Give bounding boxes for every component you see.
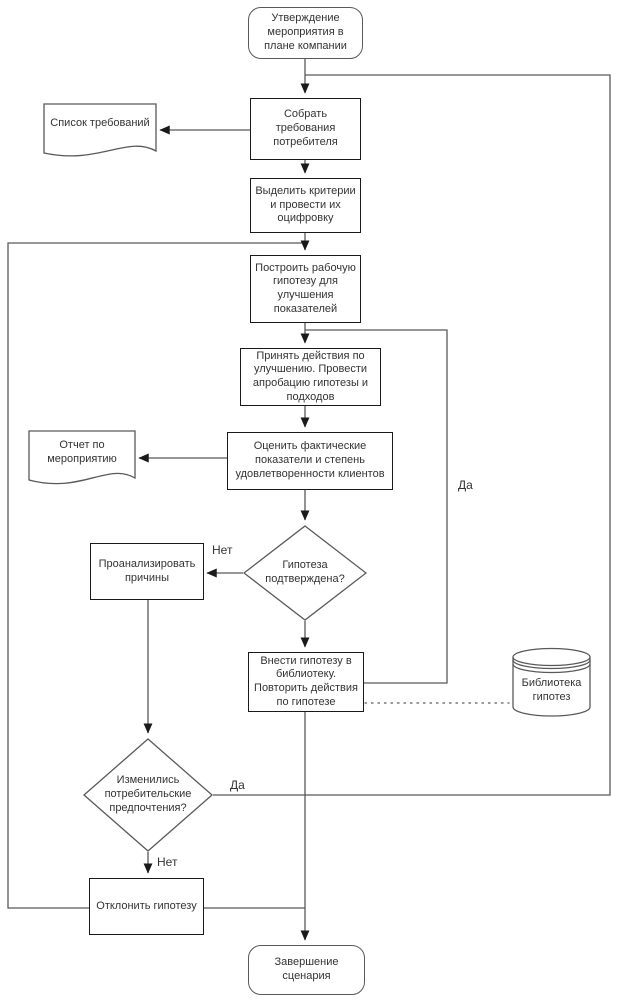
node-label: Гипотеза подтверждена?	[265, 559, 345, 585]
diamond-shape	[243, 525, 367, 621]
decision-preferences-changed: Изменились потребительские предпочтения?	[83, 738, 213, 852]
edge-label-no-analyze: Нет	[210, 543, 235, 557]
diamond-shape	[83, 738, 213, 852]
document-shape	[28, 430, 136, 485]
node-label: Список требований	[50, 117, 150, 130]
database-hypothesis-library: Библиотека гипотез	[512, 647, 591, 717]
node-label: Утверждение мероприятия в плане компании	[264, 12, 347, 52]
node-add-to-library: Внести гипотезу в библиотеку. Повторить …	[248, 652, 364, 712]
node-collect-requirements: Собрать требования потребителя	[250, 98, 361, 160]
node-evaluate-metrics: Оценить фактические показатели и степень…	[227, 432, 393, 490]
edge-label-yes-repeat: Да	[456, 478, 475, 492]
node-extract-criteria: Выделить критерии и провести их оцифровк…	[250, 178, 361, 233]
node-label: Собрать требования потребителя	[273, 108, 338, 148]
edge-preferences-yes-feedback	[213, 74, 611, 796]
document-shape	[43, 103, 157, 157]
node-label: Завершение сценария	[274, 956, 339, 982]
node-start-terminator: Утверждение мероприятия в плане компании	[248, 7, 363, 59]
node-label: Изменились потребительские предпочтения?	[104, 774, 192, 814]
cylinder-shape	[512, 647, 591, 717]
node-label: Выделить критерии и провести их оцифровк…	[255, 184, 356, 225]
node-label: Библиотека гипотез	[521, 677, 582, 703]
node-label: Отклонить гипотезу	[96, 899, 197, 912]
node-analyze-causes: Проанализировать причины	[90, 543, 204, 600]
node-label: Оценить фактические показатели и степень…	[235, 440, 385, 480]
node-reject-hypothesis: Отклонить гипотезу	[89, 878, 204, 935]
node-label: Построить рабочую гипотезу для улучшения…	[255, 261, 356, 315]
node-build-hypothesis: Построить рабочую гипотезу для улучшения…	[250, 255, 361, 323]
edge-reject-left-feedback	[7, 242, 305, 909]
node-take-actions: Принять действия по улучшению. Провести …	[240, 348, 381, 406]
node-end-terminator: Завершение сценария	[248, 945, 365, 995]
decision-hypothesis-confirmed: Гипотеза подтверждена?	[243, 525, 367, 621]
edge-label-yes-changed: Да	[228, 778, 247, 792]
edge-label-no-changed: Нет	[155, 855, 180, 869]
document-requirements-list: Список требований	[43, 103, 157, 161]
node-label: Принять действия по улучшению. Провести …	[252, 349, 369, 403]
node-label: Отчет по мероприятию	[47, 439, 117, 465]
node-label: Внести гипотезу в библиотеку. Повторить …	[254, 654, 358, 708]
document-event-report: Отчет по мероприятию	[28, 430, 136, 490]
edge-library-repeat-feedback	[305, 329, 448, 684]
node-label: Проанализировать причины	[98, 557, 196, 584]
